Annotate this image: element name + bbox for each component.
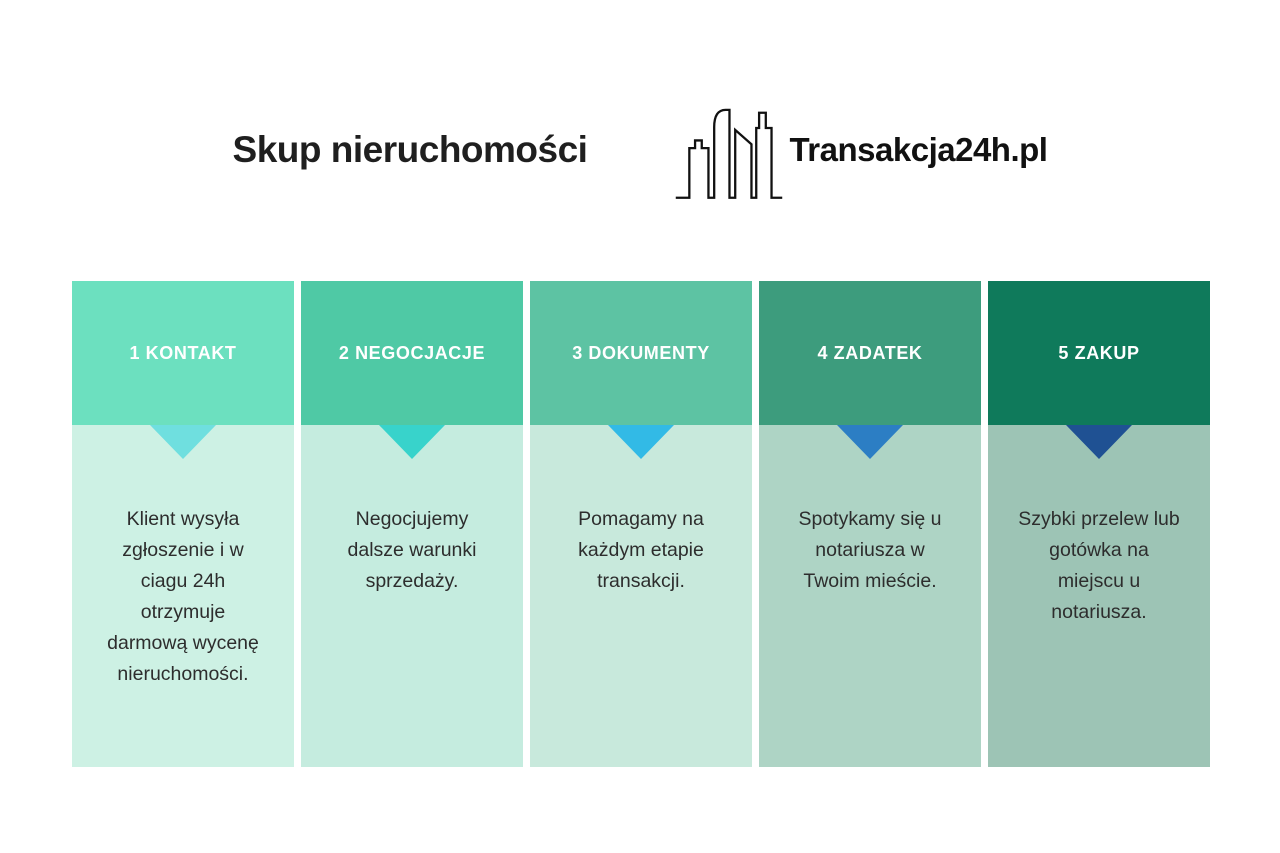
header: Skup nieruchomości Transakcja24h.pl bbox=[0, 0, 1280, 281]
step-label: 4 ZADATEK bbox=[817, 342, 923, 363]
step-column-4: 4 ZADATEK Spotykamy się u notariusza w T… bbox=[759, 281, 981, 767]
logo-text: Transakcja24h.pl bbox=[789, 130, 1048, 168]
step-column-1: 1 KONTAKT Klient wysyła zgłoszenie i w c… bbox=[72, 281, 294, 767]
step-header: 4 ZADATEK bbox=[759, 281, 981, 425]
logo: Transakcja24h.pl bbox=[675, 94, 1048, 206]
arrow-down-icon bbox=[608, 425, 674, 459]
arrow-down-icon bbox=[1066, 425, 1132, 459]
step-header: 2 NEGOCJACJE bbox=[301, 281, 523, 425]
step-body: Klient wysyła zgłoszenie i w ciagu 24h o… bbox=[72, 425, 294, 767]
step-description: Szybki przelew lub gotówka na miejscu u … bbox=[1018, 508, 1180, 623]
steps-row: 1 KONTAKT Klient wysyła zgłoszenie i w c… bbox=[72, 281, 1210, 767]
step-label: 2 NEGOCJACJE bbox=[338, 342, 486, 363]
city-skyline-icon bbox=[676, 108, 783, 199]
arrow-down-icon bbox=[379, 425, 445, 459]
page-title: Skup nieruchomości bbox=[232, 128, 588, 170]
step-body: Negocjujemy dalsze warunki sprzedaży. bbox=[301, 425, 523, 767]
step-column-2: 2 NEGOCJACJE Negocjujemy dalsze warunki … bbox=[301, 281, 523, 767]
step-description: Negocjujemy dalsze warunki sprzedaży. bbox=[347, 508, 477, 592]
step-header: 1 KONTAKT bbox=[72, 281, 294, 425]
step-column-3: 3 DOKUMENTY Pomagamy na każdym etapie tr… bbox=[530, 281, 752, 767]
step-body: Spotykamy się u notariusza w Twoim mieśc… bbox=[759, 425, 981, 767]
step-description: Spotykamy się u notariusza w Twoim mieśc… bbox=[798, 508, 942, 592]
step-header: 3 DOKUMENTY bbox=[530, 281, 752, 425]
step-description: Klient wysyła zgłoszenie i w ciagu 24h o… bbox=[107, 508, 259, 685]
step-body: Pomagamy na każdym etapie transakcji. bbox=[530, 425, 752, 767]
step-body: Szybki przelew lub gotówka na miejscu u … bbox=[988, 425, 1210, 767]
step-label: 3 DOKUMENTY bbox=[572, 342, 710, 363]
step-column-5: 5 ZAKUP Szybki przelew lub gotówka na mi… bbox=[988, 281, 1210, 767]
arrow-down-icon bbox=[837, 425, 903, 459]
step-description: Pomagamy na każdym etapie transakcji. bbox=[578, 508, 704, 592]
step-header: 5 ZAKUP bbox=[988, 281, 1210, 425]
arrow-down-icon bbox=[150, 425, 216, 459]
step-label: 5 ZAKUP bbox=[1058, 342, 1140, 363]
step-label: 1 KONTAKT bbox=[129, 342, 237, 363]
